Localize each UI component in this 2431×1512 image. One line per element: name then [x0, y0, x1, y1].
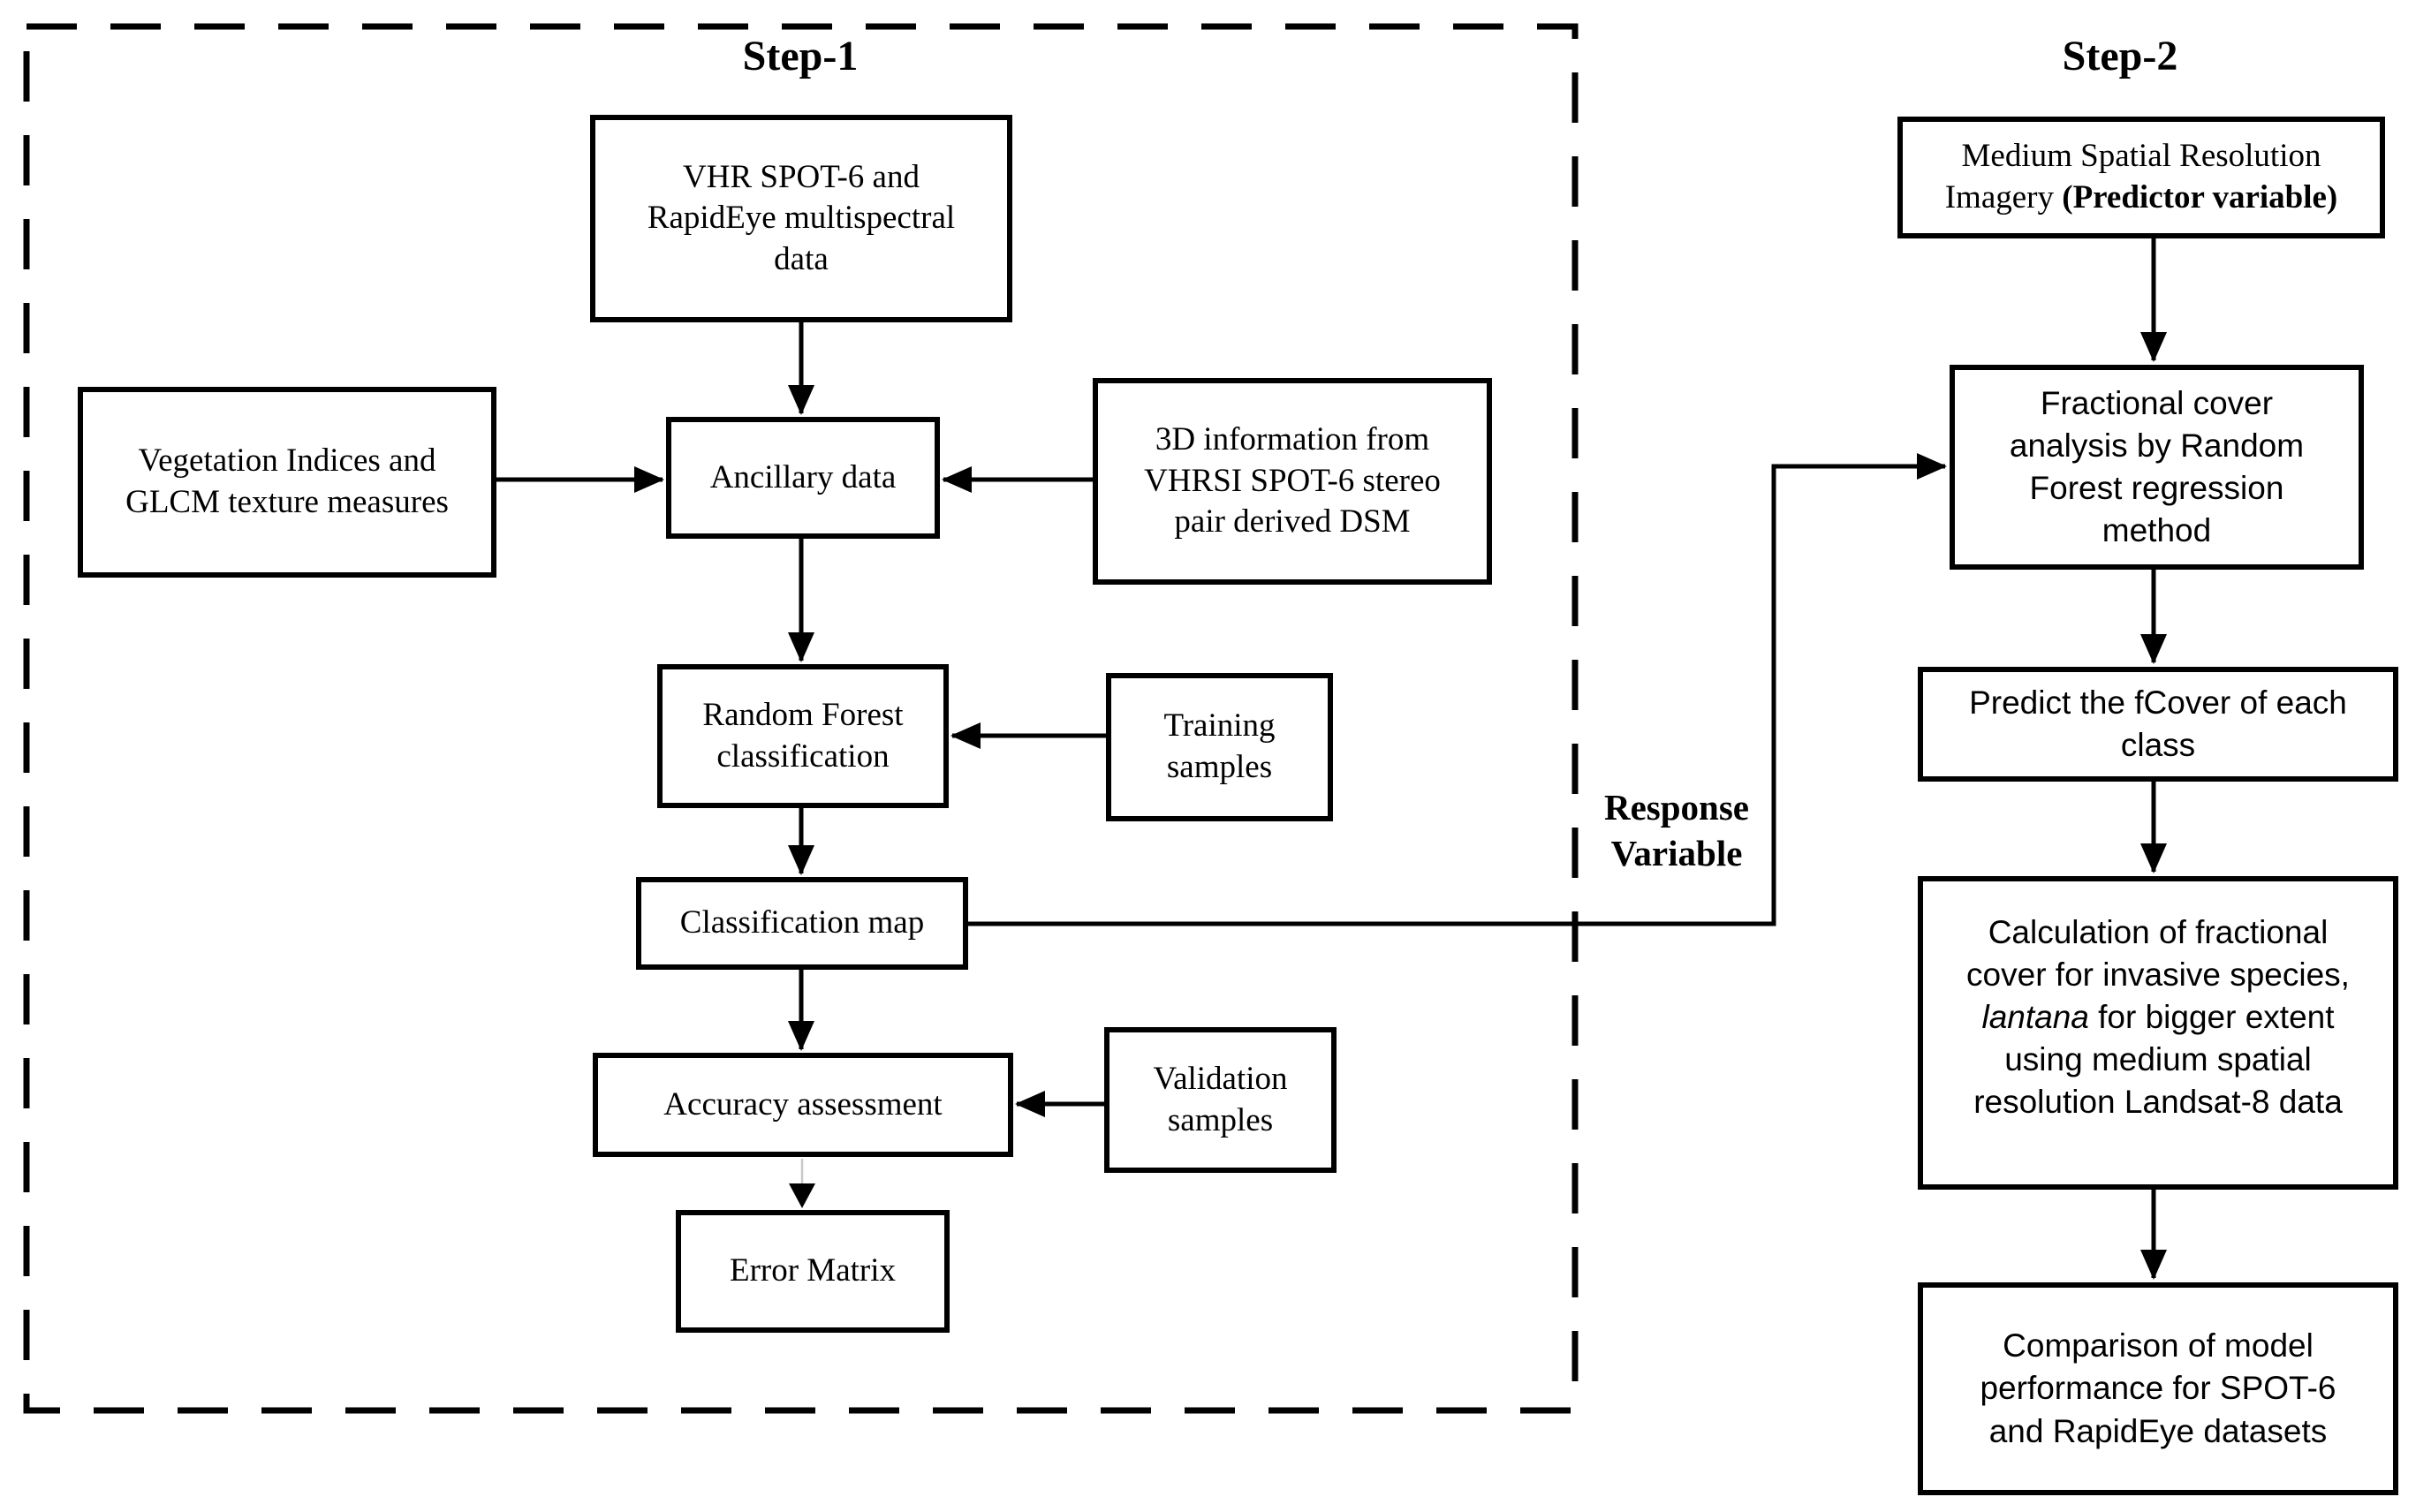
- msr-predictor-bold-text: (Predictor variable): [2054, 179, 2338, 215]
- arrow-classmap-to-fractional-response: [968, 453, 1947, 926]
- step1-title: Step-1: [742, 33, 859, 79]
- node-error-matrix: Error Matrix: [676, 1210, 950, 1333]
- calculation-text-lead: Calculation of fractional cover for inva…: [1966, 914, 2350, 994]
- arrow-accuracy-to-error-head: [789, 1183, 815, 1208]
- msr-text: Medium Spatial Resolution Imagery (Predi…: [1945, 136, 2338, 218]
- calculation-text-tail: for bigger extent using medium spatial r…: [1973, 999, 2343, 1121]
- node-accuracy-assessment: Accuracy assessment: [593, 1053, 1013, 1157]
- node-fractional-cover-analysis: Fractional cover analysis by Random Fore…: [1950, 365, 2364, 570]
- node-medium-resolution-imagery: Medium Spatial Resolution Imagery (Predi…: [1897, 117, 2385, 238]
- node-calculation-fractional-cover: Calculation of fractional cover for inva…: [1918, 876, 2398, 1190]
- msr-imagery-text: Medium Spatial Resolution Imagery: [1944, 138, 2321, 215]
- node-predict-fcover: Predict the fCover of each class: [1918, 667, 2398, 782]
- node-vhr-multispectral-data: VHR SPOT-6 and RapidEye multispectral da…: [590, 115, 1012, 322]
- node-3d-stereo-dsm: 3D information from VHRSI SPOT-6 stereo …: [1093, 378, 1492, 585]
- calculation-lantana-italic: lantana: [1981, 999, 2089, 1036]
- node-classification-map: Classification map: [636, 877, 968, 970]
- response-variable-label: Response Variable: [1603, 787, 1750, 874]
- node-ancillary-data: Ancillary data: [666, 417, 940, 539]
- calculation-text: Calculation of fractional cover for inva…: [1966, 911, 2350, 1123]
- node-training-samples: Training samples: [1106, 673, 1333, 821]
- node-validation-samples: Validation samples: [1104, 1027, 1337, 1173]
- node-random-forest-classification: Random Forest classification: [657, 664, 949, 808]
- step1-dashed-boundary: [23, 23, 1579, 1414]
- node-vegetation-indices: Vegetation Indices and GLCM texture meas…: [78, 387, 496, 578]
- step2-title: Step-2: [2062, 33, 2178, 79]
- node-model-comparison: Comparison of model performance for SPOT…: [1918, 1282, 2398, 1495]
